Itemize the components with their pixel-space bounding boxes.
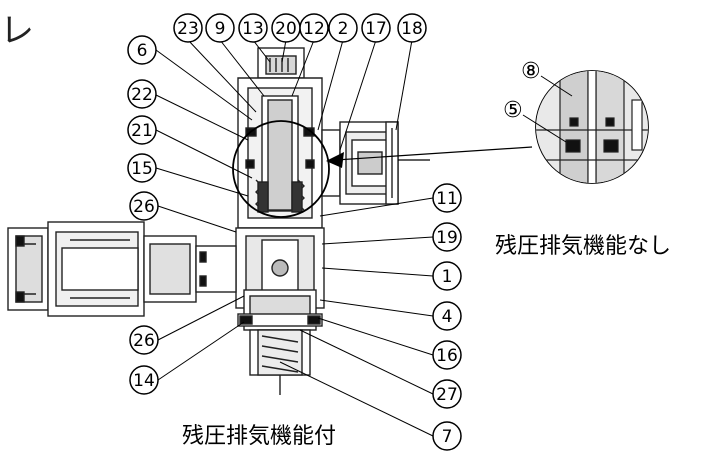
callout-right-19: 19: [436, 228, 458, 248]
callouts-left: 6 22 21 15 26: [127, 35, 159, 221]
callout-right-11: 11: [436, 189, 458, 209]
callout-bottom-left-14: 14: [133, 371, 155, 391]
callout-right-4: 4: [442, 307, 453, 327]
caption-without-residual-pressure-exhaust: 残圧排気機能なし: [495, 234, 672, 259]
callout-left-22: 22: [131, 85, 153, 105]
callout-right-27: 27: [436, 385, 458, 405]
detail-pointer-line: [335, 146, 533, 161]
callout-top-20: 20: [275, 19, 297, 39]
leader-lines: [155, 39, 434, 437]
callout-right-16: 16: [436, 346, 458, 366]
callout-top-18: 18: [401, 19, 423, 39]
callout-left-21: 21: [131, 121, 153, 141]
callout-bottom-left-26: 26: [133, 331, 155, 351]
callout-left-15: 15: [131, 159, 153, 179]
callout-bottom-7: 7: [442, 427, 453, 447]
detail-callout-5: ⑤: [503, 98, 523, 123]
valve-assembly-drawing: [7, 47, 399, 395]
callout-right-1: 1: [442, 267, 453, 287]
callouts-top: 23 9 13 20 12 2 17 18: [173, 13, 427, 43]
callout-left-26: 26: [133, 197, 155, 217]
partial-heading-glyph: レ: [0, 11, 34, 51]
callout-top-9: 9: [215, 19, 226, 39]
callout-left-6: 6: [137, 41, 148, 61]
callout-top-2: 2: [338, 19, 349, 39]
callouts-bottom-left: 26 14: [129, 325, 159, 395]
callouts-right: 11 19 1 4 16 27: [432, 183, 462, 409]
detail-pointer-arrowhead: [326, 152, 344, 168]
magnified-detail-view: ⑧ ⑤: [503, 59, 649, 184]
callout-bottom: 7: [432, 421, 462, 451]
detail-callout-8: ⑧: [521, 59, 541, 84]
callout-top-12: 12: [303, 19, 325, 39]
callout-top-17: 17: [365, 19, 387, 39]
callout-top-13: 13: [242, 19, 264, 39]
callout-top-23: 23: [177, 19, 199, 39]
caption-with-residual-pressure-exhaust: 残圧排気機能付: [182, 424, 337, 449]
